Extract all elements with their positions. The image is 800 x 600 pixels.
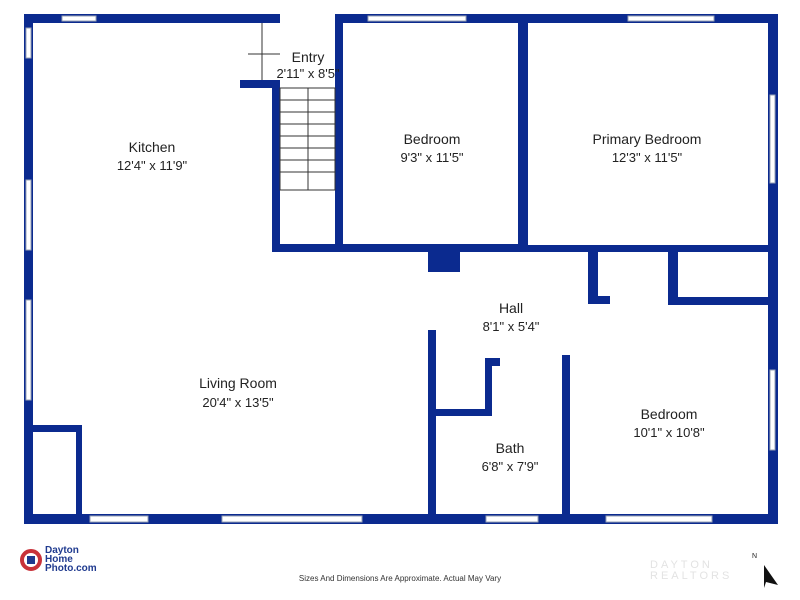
room-name-entry: Entry <box>292 49 325 65</box>
room-dims-kitchen: 12'4" x 11'9" <box>117 158 188 173</box>
room-name-kitchen: Kitchen <box>129 139 176 155</box>
north-arrow-icon <box>764 565 778 588</box>
room-dims-living-room: 20'4" x 13'5" <box>202 395 274 410</box>
room-name-primary-bedroom: Primary Bedroom <box>593 131 702 147</box>
room-dims-bath: 6'8" x 7'9" <box>482 459 539 474</box>
room-name-living-room: Living Room <box>199 375 277 391</box>
logo-line-3: Photo.com <box>45 563 97 574</box>
room-labels: Entry 2'11" x 8'5" Kitchen 12'4" x 11'9"… <box>117 49 705 474</box>
room-dims-bedroom-2: 10'1" x 10'8" <box>633 425 705 440</box>
watermark-line-1: DAYTON <box>650 559 713 571</box>
disclaimer: Sizes And Dimensions Are Approximate. Ac… <box>298 574 502 583</box>
logo-line-2: Home <box>45 554 73 565</box>
logo-line-1: Dayton <box>45 545 79 556</box>
watermark: DAYTON REALTORS <box>650 560 732 582</box>
room-name-hall: Hall <box>499 300 523 316</box>
room-dims-primary-bedroom: 12'3" x 11'5" <box>612 150 683 165</box>
windows <box>25 14 776 523</box>
room-dims-hall: 8'1" x 5'4" <box>483 319 540 334</box>
room-name-bath: Bath <box>496 440 525 456</box>
room-name-bedroom-2: Bedroom <box>641 406 698 422</box>
logo: Dayton Home Photo.com <box>20 545 97 574</box>
north-label: N <box>752 553 758 560</box>
room-dims-entry: 2'11" x 8'5" <box>276 66 339 81</box>
room-dims-bedroom-1: 9'3" x 11'5" <box>400 150 463 165</box>
staircase <box>248 23 336 191</box>
room-name-bedroom-1: Bedroom <box>404 131 461 147</box>
watermark-line-2: REALTORS <box>650 570 733 582</box>
logo-house-icon <box>20 548 42 571</box>
walls <box>24 14 778 524</box>
